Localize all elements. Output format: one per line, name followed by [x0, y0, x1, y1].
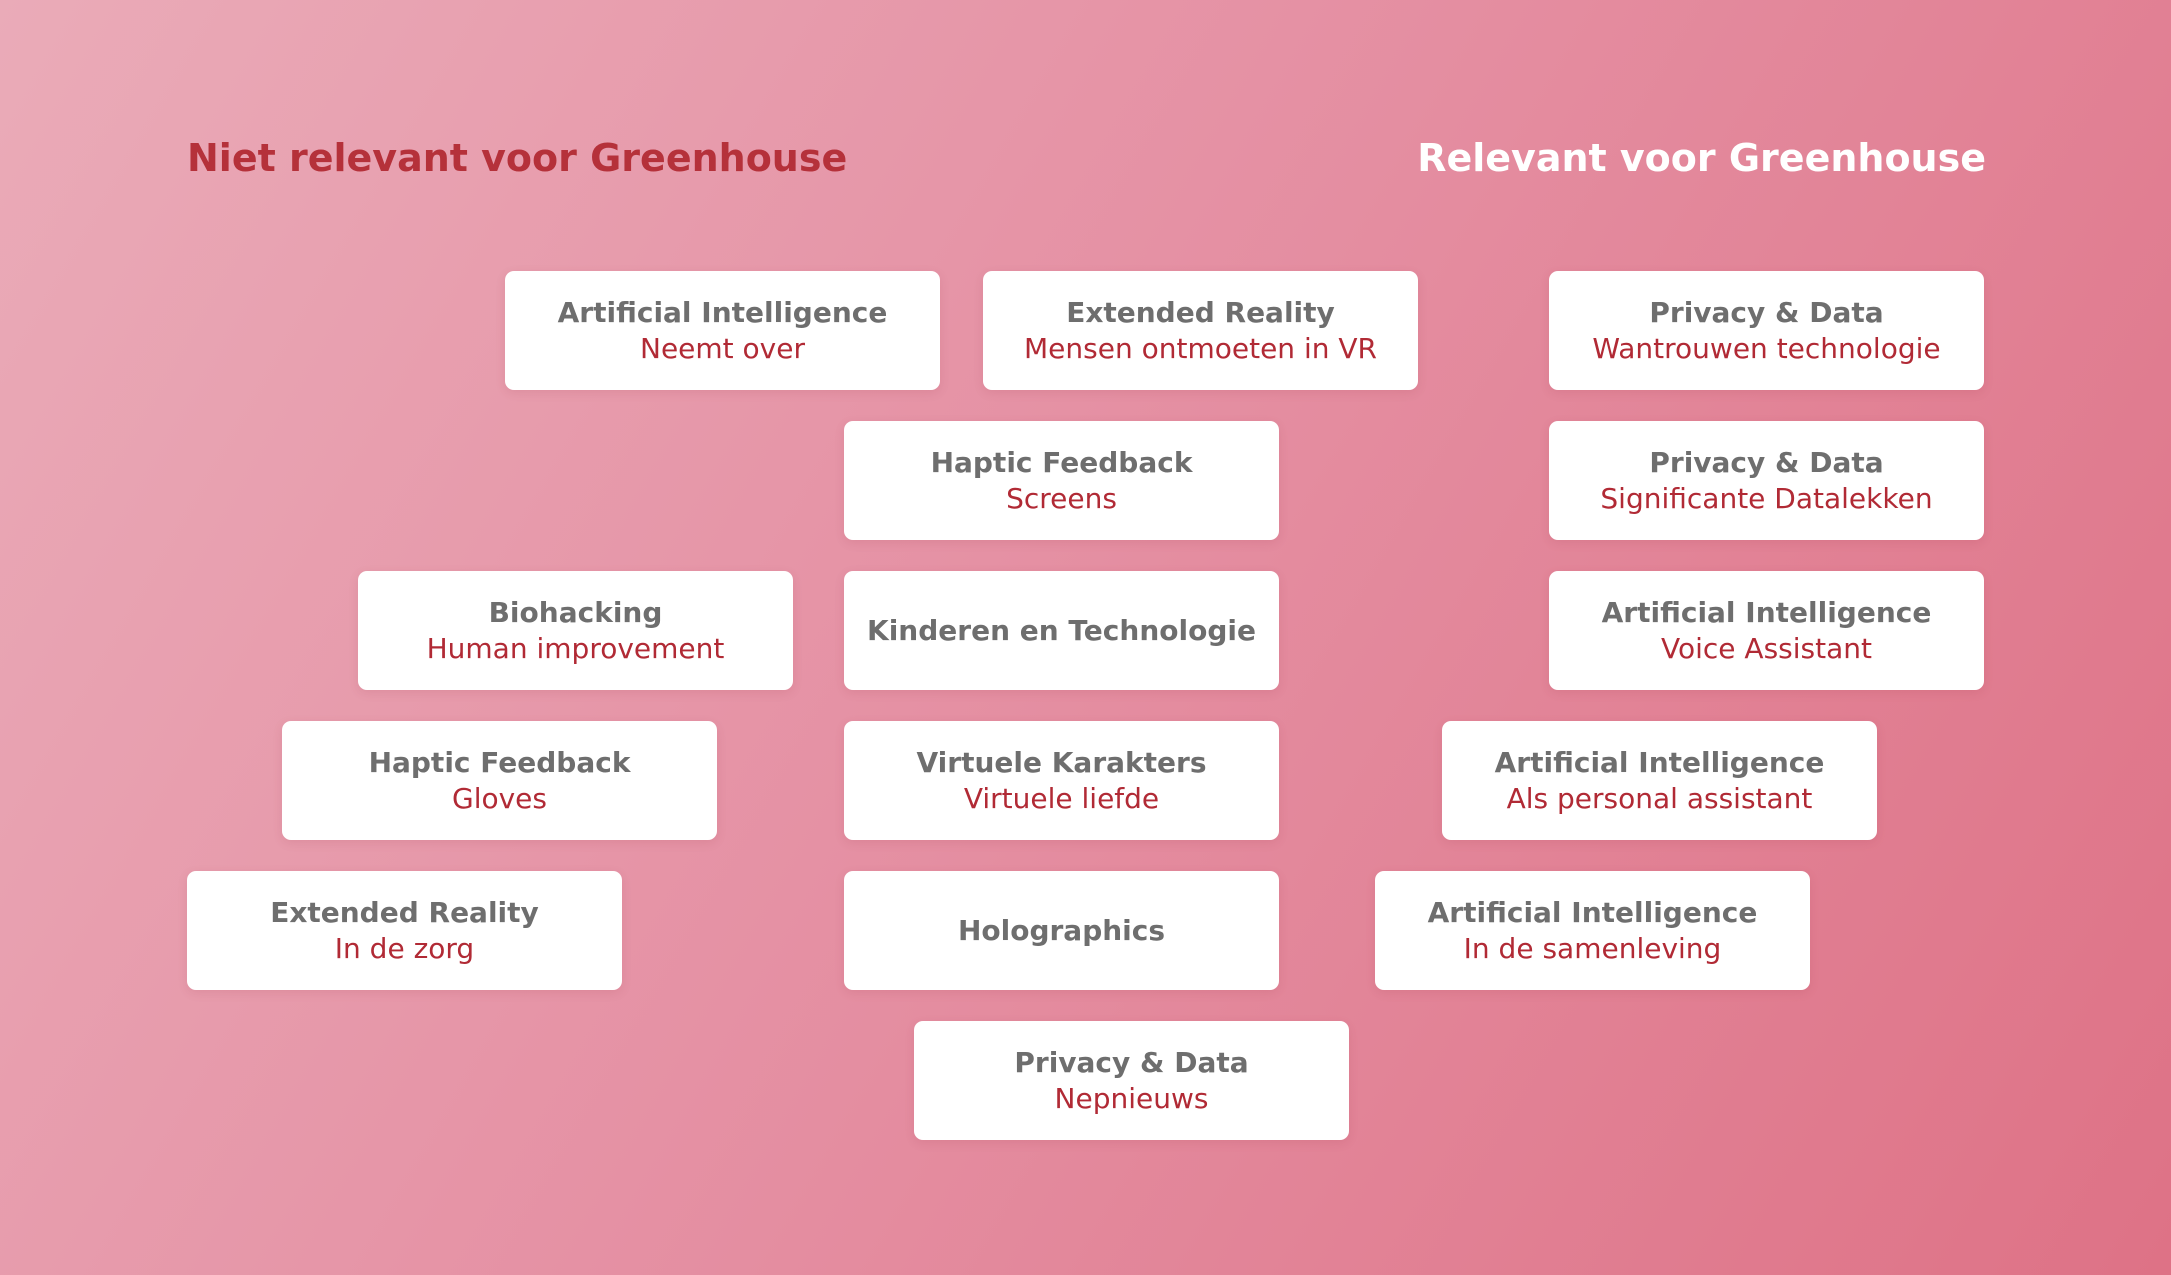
- topic-card[interactable]: Artificial Intelligence In de samenlevin…: [1375, 871, 1810, 990]
- topic-card[interactable]: Haptic Feedback Gloves: [282, 721, 717, 840]
- card-title: Virtuele Karakters: [916, 745, 1207, 779]
- card-subtitle: Screens: [1006, 481, 1117, 515]
- card-title: Haptic Feedback: [930, 445, 1193, 479]
- card-subtitle: Als personal assistant: [1506, 781, 1813, 815]
- relevant-heading: Relevant voor Greenhouse: [1417, 136, 1986, 180]
- topic-card[interactable]: Haptic Feedback Screens: [844, 421, 1279, 540]
- card-subtitle: Human improvement: [426, 631, 725, 665]
- topic-card[interactable]: Extended Reality Mensen ontmoeten in VR: [983, 271, 1418, 390]
- card-subtitle: Gloves: [452, 781, 547, 815]
- topic-card[interactable]: Biohacking Human improvement: [358, 571, 793, 690]
- card-title: Biohacking: [488, 595, 663, 629]
- card-title: Extended Reality: [270, 895, 539, 929]
- topic-card[interactable]: Kinderen en Technologie: [844, 571, 1279, 690]
- topic-card[interactable]: Holographics: [844, 871, 1279, 990]
- card-title: Artificial Intelligence: [1494, 745, 1825, 779]
- card-title: Artificial Intelligence: [1427, 895, 1758, 929]
- topic-card[interactable]: Privacy & Data Wantrouwen technologie: [1549, 271, 1984, 390]
- topic-card[interactable]: Privacy & Data Nepnieuws: [914, 1021, 1349, 1140]
- card-title: Privacy & Data: [1649, 445, 1884, 479]
- card-title: Haptic Feedback: [368, 745, 631, 779]
- card-title: Artificial Intelligence: [1601, 595, 1932, 629]
- card-subtitle: Significante Datalekken: [1600, 481, 1933, 515]
- card-title: Holographics: [957, 913, 1166, 947]
- card-subtitle: Voice Assistant: [1661, 631, 1872, 665]
- topic-card[interactable]: Virtuele Karakters Virtuele liefde: [844, 721, 1279, 840]
- card-subtitle: Virtuele liefde: [963, 781, 1160, 815]
- card-subtitle: Nepnieuws: [1054, 1081, 1209, 1115]
- topic-card[interactable]: Privacy & Data Significante Datalekken: [1549, 421, 1984, 540]
- card-title: Privacy & Data: [1014, 1045, 1249, 1079]
- card-subtitle: In de zorg: [334, 931, 475, 965]
- card-subtitle: Mensen ontmoeten in VR: [1024, 331, 1377, 365]
- card-title: Extended Reality: [1066, 295, 1335, 329]
- card-title: Artificial Intelligence: [557, 295, 888, 329]
- topic-card[interactable]: Artificial Intelligence Voice Assistant: [1549, 571, 1984, 690]
- card-title: Privacy & Data: [1649, 295, 1884, 329]
- card-title: Kinderen en Technologie: [867, 613, 1256, 647]
- card-subtitle: In de samenleving: [1463, 931, 1722, 965]
- card-subtitle: Neemt over: [640, 331, 805, 365]
- topic-card[interactable]: Artificial Intelligence Als personal ass…: [1442, 721, 1877, 840]
- not-relevant-heading: Niet relevant voor Greenhouse: [187, 136, 848, 180]
- topic-card[interactable]: Artificial Intelligence Neemt over: [505, 271, 940, 390]
- topic-card[interactable]: Extended Reality In de zorg: [187, 871, 622, 990]
- card-subtitle: Wantrouwen technologie: [1592, 331, 1941, 365]
